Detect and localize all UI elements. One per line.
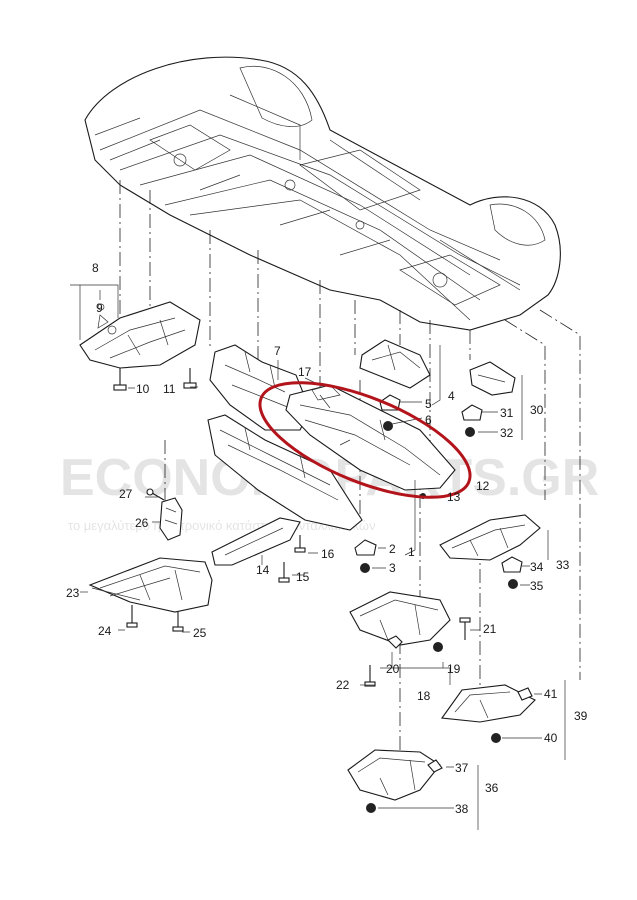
part-2-3-clip (354, 539, 377, 573)
callout-22: 22 (336, 678, 350, 692)
callout-13: 13 (447, 490, 461, 504)
callout-1: 1 (408, 545, 415, 559)
callout-30: 30 (530, 403, 544, 417)
callout-labels: 8 9 10 11 7 17 4 5 6 31 30 32 12 13 27 2… (66, 261, 588, 816)
callout-31: 31 (500, 406, 514, 420)
part-23-guard (88, 557, 213, 632)
callout-40: 40 (544, 731, 558, 745)
callout-16: 16 (321, 547, 335, 561)
part-14-panel (207, 414, 363, 531)
callout-15: 15 (296, 570, 310, 584)
part-26-27-bracket (146, 488, 183, 541)
callout-41: 41 (544, 687, 558, 701)
callout-12: 12 (476, 479, 490, 493)
callout-8: 8 (92, 261, 99, 275)
callout-39: 39 (574, 709, 588, 723)
highlight-ring (258, 381, 472, 499)
callout-7: 7 (274, 344, 281, 358)
callout-10: 10 (136, 382, 150, 396)
callout-27: 27 (119, 487, 133, 501)
callout-24: 24 (98, 624, 112, 638)
callout-14: 14 (256, 563, 270, 577)
callout-25: 25 (193, 626, 207, 640)
callout-37: 37 (455, 761, 469, 775)
callout-19: 19 (447, 662, 461, 676)
callout-2: 2 (389, 542, 396, 556)
callout-3: 3 (389, 561, 396, 575)
callout-4: 4 (448, 389, 455, 403)
car-underbody (84, 56, 561, 331)
callout-38: 38 (455, 802, 469, 816)
callout-5: 5 (425, 397, 432, 411)
screws-10-11 (113, 368, 197, 391)
part-8-guard (79, 301, 201, 369)
callout-32: 32 (500, 426, 514, 440)
callout-34: 34 (530, 560, 544, 574)
part-33-guard (439, 514, 541, 589)
part-36-guard (347, 749, 443, 813)
callout-17: 17 (298, 365, 312, 379)
callout-33: 33 (556, 558, 570, 572)
callout-23: 23 (66, 586, 80, 600)
callout-26: 26 (135, 516, 149, 530)
part-15-16-bracket (211, 517, 306, 583)
callout-21: 21 (483, 622, 497, 636)
callout-36: 36 (485, 781, 499, 795)
callout-9: 9 (96, 301, 103, 315)
part-30-bracket (461, 361, 516, 437)
part-12-center-panel (285, 384, 456, 499)
callout-6: 6 (425, 413, 432, 427)
callout-11: 11 (163, 382, 176, 396)
part-18-guard (349, 591, 471, 687)
callout-18: 18 (417, 689, 431, 703)
callout-20: 20 (386, 662, 400, 676)
callout-35: 35 (530, 579, 544, 593)
part-39-guard (441, 684, 536, 743)
